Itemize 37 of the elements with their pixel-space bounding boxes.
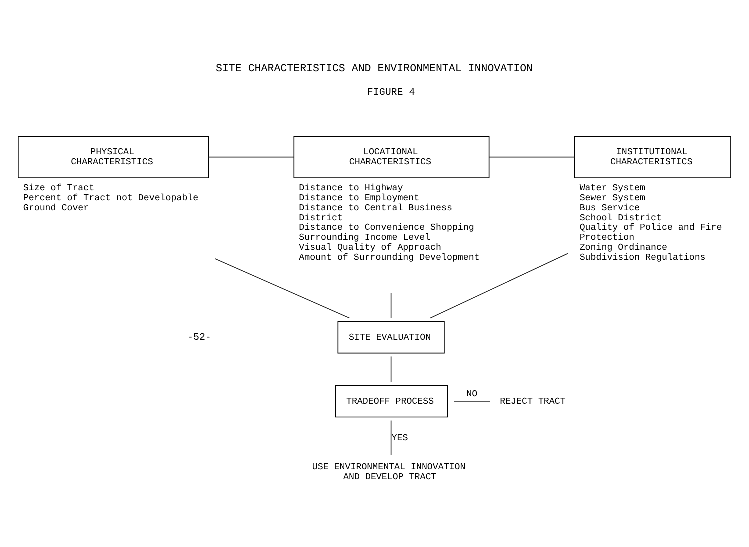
node-text: REJECT TRACT: [500, 395, 566, 406]
connector: [430, 252, 568, 318]
connector: [390, 292, 392, 318]
node-label: Percent of Tract not Developable: [23, 192, 199, 203]
node-label: Bus Service: [580, 202, 640, 213]
node-box: INSTITUTIONAL CHARACTERISTICS: [574, 136, 732, 178]
node-label: Water System: [580, 182, 646, 193]
edge-label: YES: [392, 432, 408, 443]
node-label: Sewer System: [580, 192, 646, 203]
node-label: Distance to Central Business District: [299, 202, 452, 223]
label: FIGURE 4: [367, 86, 416, 98]
connector: [214, 258, 350, 318]
node-box: TRADEOFF PROCESS: [335, 384, 448, 418]
node-label: Distance to Employment: [299, 192, 420, 203]
node-label: Distance to Highway: [299, 182, 404, 193]
label: -52-: [188, 332, 212, 343]
connector: [390, 420, 392, 456]
node-label: Size of Tract: [23, 182, 95, 193]
node-text: USE ENVIRONMENTAL INNOVATION AND DEVELOP TRACT: [312, 460, 466, 482]
diagram-title: SITE CHARACTERISTICS AND ENVIRONMENTAL INNOVATION: [216, 62, 534, 75]
node-label: Subdivision Regulations: [580, 252, 706, 263]
node-label: Ground Cover: [23, 202, 90, 213]
node-label: Distance to Convenience Shopping: [299, 222, 474, 233]
connector: [454, 400, 491, 402]
connector: [390, 356, 392, 382]
node-label: School District: [580, 212, 662, 223]
node-label: Visual Quality of Approach: [299, 242, 442, 253]
connector: [208, 156, 295, 158]
connector: [488, 156, 576, 158]
node-box: PHYSICAL CHARACTERISTICS: [18, 136, 210, 178]
node-box: SITE EVALUATION: [338, 320, 445, 354]
node-label: Quality of Police and Fire Protection: [580, 222, 722, 243]
node-label: Surrounding Income Level: [299, 232, 431, 243]
node-label: Zoning Ordinance: [580, 242, 668, 253]
node-label: Amount of Surrounding Development: [299, 252, 480, 263]
node-box: LOCATIONAL CHARACTERISTICS: [294, 136, 490, 178]
edge-label: NO: [466, 388, 478, 399]
